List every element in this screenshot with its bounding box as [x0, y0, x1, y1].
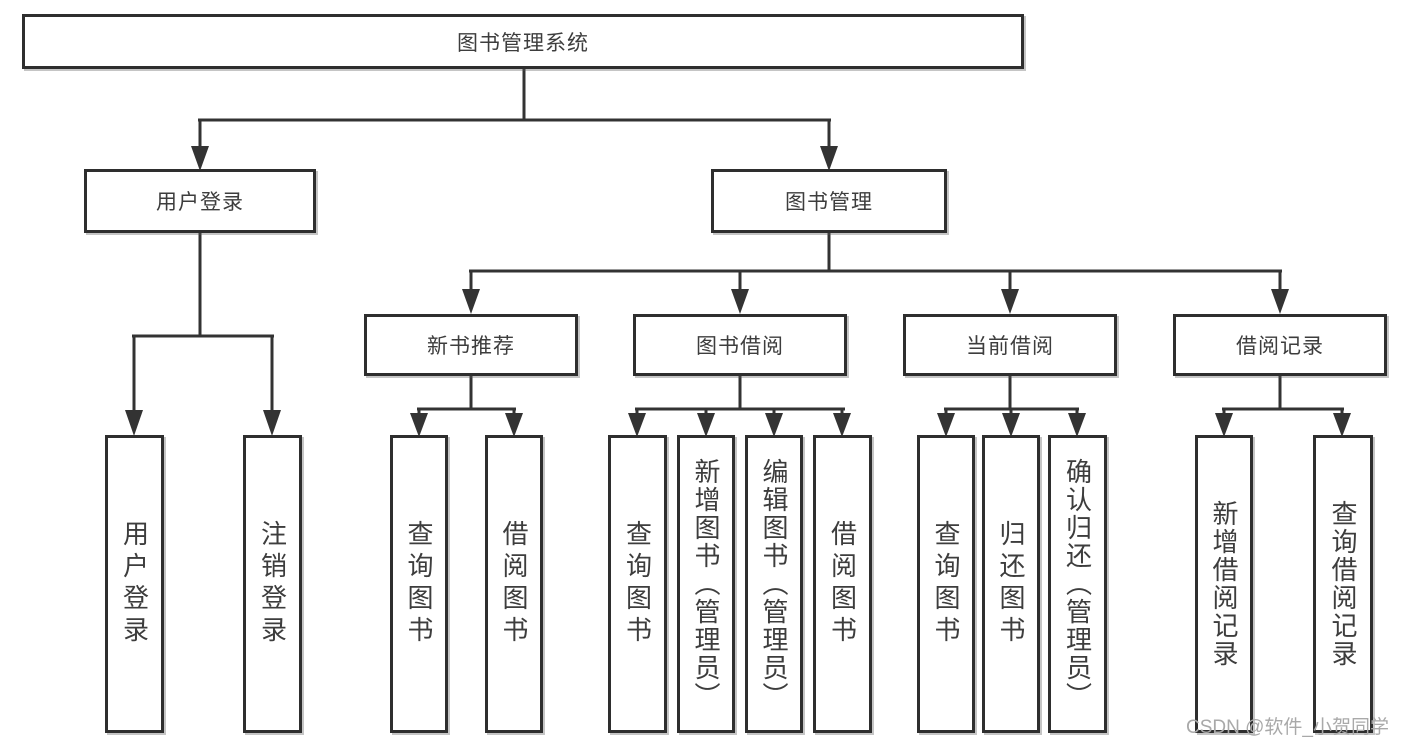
leaf-records-query: 查询借阅记录 — [1313, 435, 1373, 733]
node-borrow-records: 借阅记录 — [1173, 314, 1387, 376]
leaf-logout: 注销登录 — [243, 435, 302, 733]
arrowhead-book-borrow — [731, 289, 749, 314]
node-current-borrow-label: 当前借阅 — [966, 335, 1054, 358]
leaf-current-query: 查询图书 — [917, 435, 975, 733]
leaf-records-query-label: 查询借阅记录 — [1328, 500, 1358, 668]
arrowhead-leaf-records-add — [1215, 413, 1233, 437]
node-user-login-label: 用户登录 — [156, 191, 244, 214]
arrowhead-book-mgmt — [820, 146, 838, 171]
leaf-current-confirm: 确认归还（管理员） — [1048, 435, 1107, 733]
node-book-borrow-label: 图书借阅 — [696, 335, 784, 358]
node-book-mgmt-label: 图书管理 — [785, 191, 873, 214]
leaf-current-return: 归还图书 — [982, 435, 1040, 733]
arrowhead-leaf-borrow-add — [697, 413, 715, 437]
arrowhead-leaf-current-return — [1002, 413, 1020, 437]
leaf-newbook-borrow: 借阅图书 — [485, 435, 543, 733]
leaf-borrow-add-label: 新增图书（管理员） — [691, 458, 721, 710]
leaf-borrow-query-label: 查询图书 — [622, 520, 653, 648]
node-user-login: 用户登录 — [84, 169, 316, 233]
arrowhead-borrow-records — [1271, 289, 1289, 314]
csdn-watermark: CSDN @软件_小贺同学 — [1186, 717, 1389, 738]
connector-current-borrow-to-leaves — [944, 376, 1079, 416]
leaf-borrow-add: 新增图书（管理员） — [677, 435, 735, 733]
leaf-borrow-borrow-label: 借阅图书 — [827, 520, 858, 648]
node-root: 图书管理系统 — [22, 14, 1024, 69]
leaf-newbook-query-label: 查询图书 — [404, 520, 434, 648]
arrowhead-leaf-newbook-query — [410, 413, 428, 437]
arrowhead-leaf-current-query — [937, 413, 955, 437]
arrowhead-leaf-borrow-edit — [765, 413, 783, 437]
leaf-current-confirm-label: 确认归还（管理员） — [1062, 458, 1093, 710]
arrowhead-leaf-user-login — [125, 410, 143, 436]
leaf-borrow-edit: 编辑图书（管理员） — [745, 435, 803, 733]
leaf-logout-label: 注销登录 — [257, 520, 288, 648]
node-book-borrow: 图书借阅 — [633, 314, 847, 376]
leaf-borrow-edit-label: 编辑图书（管理员） — [759, 458, 789, 710]
connector-book-mgmt-to-level3 — [469, 233, 1282, 291]
arrowhead-leaf-logout — [263, 410, 281, 436]
arrowhead-leaf-borrow-borrow — [833, 413, 851, 437]
node-root-label: 图书管理系统 — [457, 31, 589, 55]
leaf-current-query-label: 查询图书 — [931, 520, 961, 648]
node-book-mgmt: 图书管理 — [711, 169, 947, 233]
arrowhead-leaf-current-confirm — [1068, 413, 1086, 437]
leaf-newbook-query: 查询图书 — [390, 435, 448, 733]
leaf-borrow-query: 查询图书 — [608, 435, 667, 733]
leaf-newbook-borrow-label: 借阅图书 — [499, 520, 529, 648]
leaf-records-add: 新增借阅记录 — [1195, 435, 1253, 733]
connector-book-borrow-to-leaves — [635, 376, 845, 416]
arrowhead-leaf-borrow-query — [628, 413, 646, 437]
arrowhead-leaf-records-query — [1333, 413, 1351, 437]
connector-user-login-to-leaves — [132, 233, 274, 412]
node-current-borrow: 当前借阅 — [903, 314, 1117, 376]
node-new-books-label: 新书推荐 — [427, 335, 515, 358]
connector-new-books-to-leaves — [417, 376, 516, 416]
arrowhead-user-login — [191, 146, 209, 171]
arrowhead-current-borrow — [1001, 289, 1019, 314]
arrowhead-new-books — [462, 289, 480, 314]
arrowhead-leaf-newbook-borrow — [505, 413, 523, 437]
leaf-borrow-borrow: 借阅图书 — [813, 435, 872, 733]
leaf-user-login: 用户登录 — [105, 435, 164, 733]
leaf-records-add-label: 新增借阅记录 — [1209, 500, 1239, 668]
node-borrow-records-label: 借阅记录 — [1236, 335, 1324, 358]
leaf-user-login-label: 用户登录 — [119, 520, 150, 648]
leaf-current-return-label: 归还图书 — [996, 520, 1026, 648]
node-new-books: 新书推荐 — [364, 314, 578, 376]
connector-borrow-records-to-leaves — [1222, 376, 1344, 416]
connector-root-to-level2 — [198, 69, 831, 148]
